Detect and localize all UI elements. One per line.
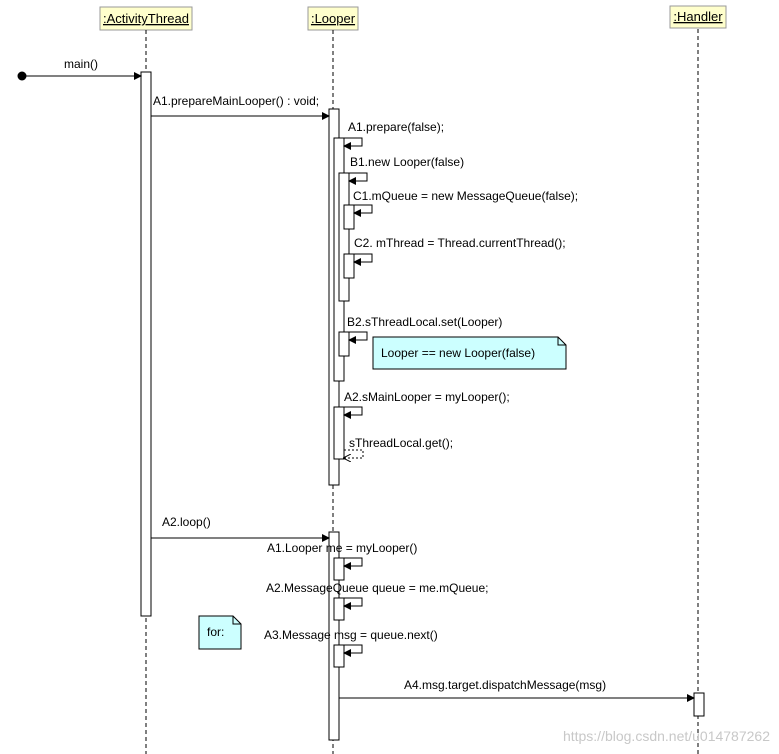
participant-looper-label: :Looper — [311, 11, 356, 26]
note-looper-label: Looper == new Looper(false) — [381, 346, 535, 360]
message-prepare-main-looper-label: A1.prepareMainLooper() : void; — [153, 94, 319, 108]
message-s-thread-local-get-arrow — [344, 449, 364, 458]
note-looper: Looper == new Looper(false) — [372, 336, 567, 370]
message-new-looper-arrow — [344, 172, 368, 185]
activation-handler — [693, 692, 705, 717]
message-s-thread-local-set-label: B2.sThreadLocal.set(Looper) — [347, 315, 502, 329]
message-prepare-label: A1.prepare(false); — [348, 120, 444, 134]
note-for-label: for: — [207, 625, 224, 639]
message-m-thread-arrow — [349, 253, 373, 266]
message-m-thread-label: C2. mThread = Thread.currentThread(); — [354, 236, 566, 250]
participant-looper: :Looper — [307, 6, 359, 31]
activation-m-queue — [343, 204, 355, 230]
participant-handler-label: :Handler — [673, 9, 723, 24]
activation-my-looper — [333, 557, 345, 581]
message-m-queue-label: C1.mQueue = new MessageQueue(false); — [353, 189, 578, 203]
activation-looper-loop — [328, 531, 340, 741]
activation-message-queue — [333, 597, 345, 621]
watermark: https://blog.csdn.net/u014787262 — [563, 728, 770, 744]
message-prepare-arrow — [339, 137, 363, 150]
message-message-queue-label: A2.MessageQueue queue = me.mQueue; — [266, 581, 488, 595]
message-my-looper-label: A1.Looper me = myLooper() — [267, 541, 417, 555]
message-message-queue-arrow — [339, 597, 363, 610]
activation-activity-thread — [140, 71, 152, 617]
message-queue-next-arrow — [339, 644, 363, 657]
activation-m-thread — [343, 253, 355, 279]
message-s-main-looper-label: A2.sMainLooper = myLooper(); — [344, 390, 510, 404]
message-dispatch-label: A4.msg.target.dispatchMessage(msg) — [404, 678, 606, 692]
activation-s-thread-local-set — [338, 331, 350, 357]
message-queue-next-label: A3.Message msg = queue.next() — [264, 628, 438, 642]
message-loop-label: A2.loop() — [162, 515, 211, 529]
message-s-main-looper-arrow — [339, 406, 363, 419]
message-m-queue-arrow — [349, 204, 373, 217]
message-new-looper-label: B1.new Looper(false) — [350, 155, 464, 169]
participant-activity-thread-label: :ActivityThread — [103, 11, 189, 26]
note-for: for: — [198, 615, 242, 650]
message-s-thread-local-get-label: sThreadLocal.get(); — [349, 436, 453, 450]
participant-handler: :Handler — [669, 5, 727, 29]
message-main-label: main() — [64, 57, 98, 71]
activation-s-main-looper — [333, 406, 345, 460]
participant-activity-thread: :ActivityThread — [99, 6, 193, 31]
message-s-thread-local-set-arrow — [344, 331, 368, 344]
activation-new-looper — [338, 172, 350, 302]
activation-queue-next — [333, 644, 345, 668]
message-my-looper-arrow — [339, 557, 363, 570]
